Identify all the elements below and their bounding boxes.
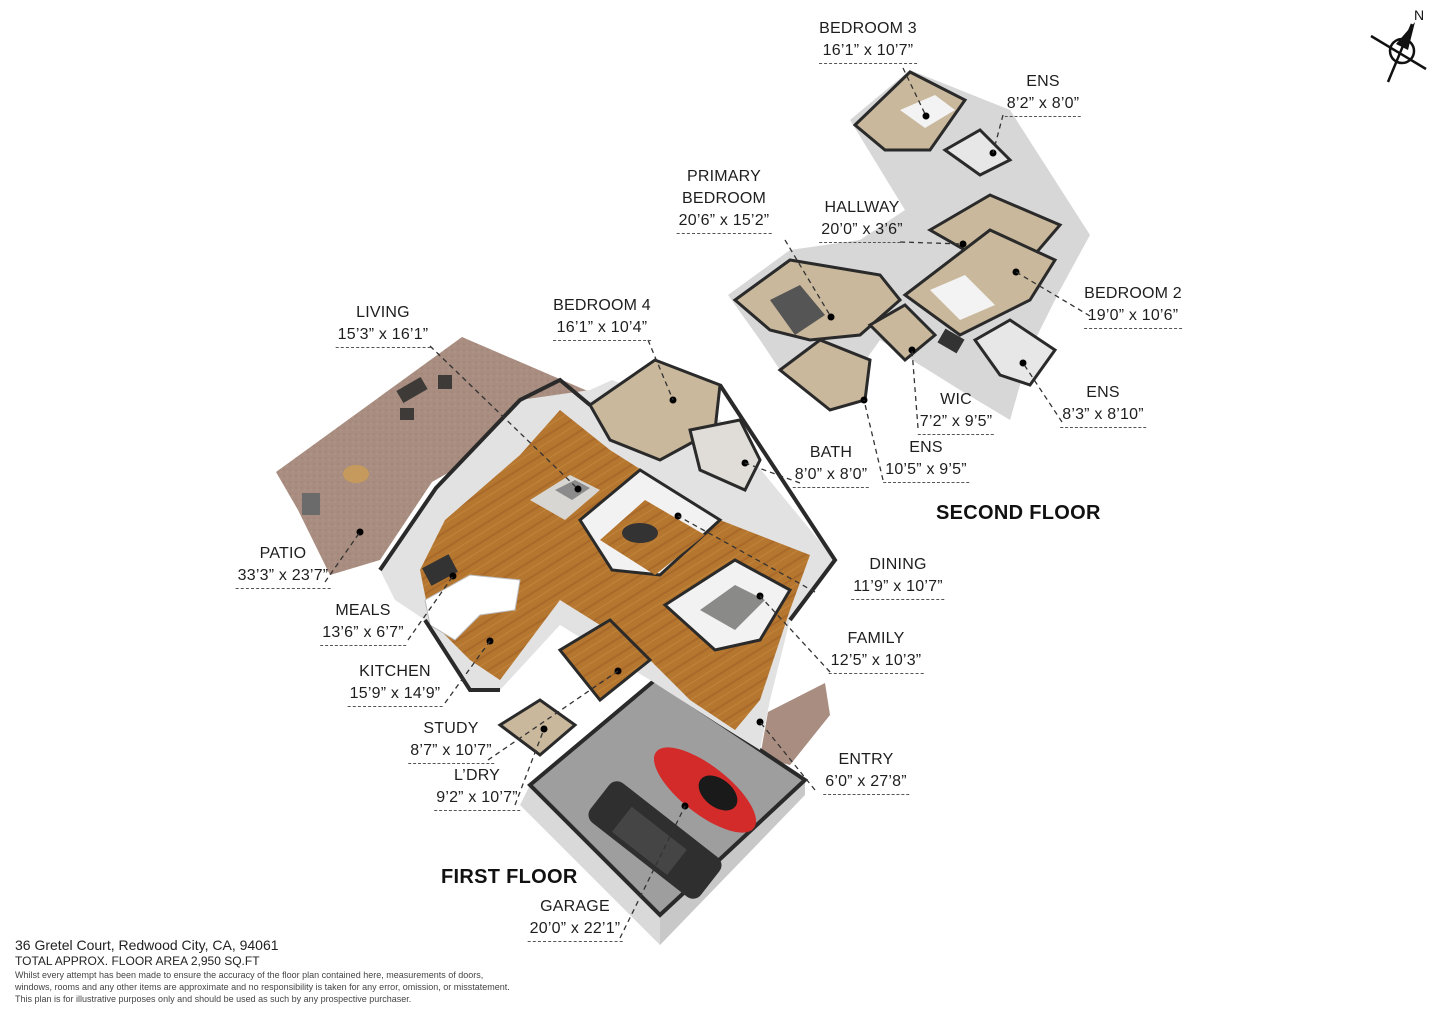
total-floor-area: TOTAL APPROX. FLOOR AREA 2,950 SQ.FT [15, 954, 260, 968]
room-name: BEDROOM 4 [553, 297, 651, 314]
room-dimensions: 7’2” x 9’5” [917, 411, 995, 435]
room-label-kitchen: KITCHEN 15’9” x 14’9” [347, 661, 443, 707]
room-dimensions: 11’9” x 10’7” [851, 576, 945, 600]
room-name: GARAGE [540, 898, 610, 915]
room-dimensions: 20’0” x 22’1” [527, 918, 623, 942]
room-label-bath: BATH 8’0” x 8’0” [792, 442, 870, 488]
room-dimensions: 10’5” x 9’5” [883, 459, 969, 483]
room-dimensions: 33’3” x 23’7” [235, 565, 331, 589]
room-name: ENS [1086, 384, 1120, 401]
dining-table [622, 523, 658, 543]
room-name: BEDROOM 3 [819, 20, 917, 37]
red-car [653, 747, 757, 833]
room-name: ENTRY [838, 751, 894, 768]
disclaimer-line-1: Whilst every attempt has been made to en… [15, 970, 484, 980]
room-label-living: LIVING 15’3” x 16’1” [335, 302, 431, 348]
room-label-bedroom-2: BEDROOM 2 19’0” x 10’6” [1084, 283, 1182, 329]
room-name: BEDROOM 2 [1084, 285, 1182, 302]
room-dimensions: 20’0” x 3’6” [819, 219, 905, 243]
room-dimensions: 13’6” x 6’7” [320, 622, 406, 646]
room-dimensions: 20’6” x 15’2” [676, 210, 772, 234]
room-dimensions: 19’0” x 10’6” [1084, 305, 1182, 329]
room-name-line-2: BEDROOM [681, 190, 767, 207]
room-name: FAMILY [847, 630, 905, 647]
room-label-meals: MEALS 13’6” x 6’7” [320, 600, 406, 646]
room-label-bedroom-4: BEDROOM 4 16’1” x 10’4” [553, 295, 651, 341]
room-name: MEALS [335, 602, 391, 619]
wic-floor [867, 303, 938, 363]
first-floor-title: FIRST FLOOR [441, 866, 578, 888]
room-dimensions: 8’7” x 10’7” [408, 740, 494, 764]
room-name: PRIMARY [686, 168, 761, 185]
room-label-ens-bedroom-3: ENS 8’2” x 8’0” [1004, 71, 1082, 117]
room-label-entry: ENTRY 6’0” x 27’8” [823, 749, 909, 795]
room-name: LIVING [356, 304, 410, 321]
room-dimensions: 8’3” x 8’10” [1060, 404, 1146, 428]
room-label-hallway: HALLWAY 20’0” x 3’6” [819, 197, 905, 243]
room-dimensions: 16’1” x 10’7” [819, 40, 917, 64]
leader-lines [324, 67, 1091, 939]
room-dimensions: 16’1” x 10’4” [553, 317, 651, 341]
room-name: ENS [1026, 73, 1060, 90]
patio-table [343, 465, 369, 483]
second-floor-plan [728, 70, 1090, 420]
room-label-garage: GARAGE 20’0” x 22’1” [527, 896, 623, 942]
room-label-wic: WIC 7’2” x 9’5” [917, 389, 995, 435]
room-name: L’DRY [453, 767, 501, 784]
disclaimer-line-3: This plan is for illustrative purposes o… [15, 994, 412, 1004]
room-dimensions: 12’5” x 10’3” [828, 650, 924, 674]
room-name: STUDY [423, 720, 479, 737]
bedroom-2-floor [902, 228, 1058, 337]
room-label-ens-primary: ENS 10’5” x 9’5” [883, 437, 969, 483]
room-label-family: FAMILY 12’5” x 10’3” [828, 628, 924, 674]
room-dimensions: 9’2” x 10’7” [434, 787, 520, 811]
room-label-ens-bedroom-2: ENS 8’3” x 8’10” [1060, 382, 1146, 428]
room-label-bedroom-3: BEDROOM 3 16’1” x 10’7” [819, 18, 917, 64]
primary-bedroom-floor [732, 258, 903, 342]
room-name: PATIO [259, 545, 307, 562]
room-dimensions: 8’0” x 8’0” [792, 464, 870, 488]
primary-ens-floor [777, 338, 872, 412]
room-dimensions: 8’2” x 8’0” [1004, 93, 1082, 117]
bedroom-3-bed [900, 95, 955, 128]
room-label-study: STUDY 8’7” x 10’7” [408, 718, 494, 764]
room-name: HALLWAY [824, 199, 900, 216]
room-label-patio: PATIO 33’3” x 23’7” [235, 543, 331, 589]
room-dimensions: 6’0” x 27’8” [823, 771, 909, 795]
meals-table [422, 554, 458, 586]
room-name: KITCHEN [359, 663, 431, 680]
room-name: DINING [869, 556, 927, 573]
room-name: WIC [940, 391, 972, 408]
north-arrow-icon: N [1370, 7, 1427, 83]
room-label-laundry: L’DRY 9’2” x 10’7” [434, 765, 520, 811]
room-name: BATH [809, 444, 853, 461]
room-dimensions: 15’3” x 16’1” [335, 324, 431, 348]
room-dimensions: 15’9” x 14’9” [347, 683, 443, 707]
property-address: 36 Gretel Court, Redwood City, CA, 94061 [15, 937, 279, 953]
garage-floor [527, 677, 809, 918]
footer: 36 Gretel Court, Redwood City, CA, 94061… [15, 936, 510, 1005]
patio-sofa [396, 376, 428, 404]
first-floor-plan [276, 337, 838, 945]
patio-area [276, 337, 590, 575]
bedroom-2-bed [930, 275, 995, 320]
svg-text:N: N [1414, 7, 1424, 23]
kitchen-counter [424, 574, 521, 641]
room-name: ENS [909, 439, 943, 456]
family-rug [700, 585, 765, 630]
primary-bed [770, 285, 825, 335]
dark-suv [588, 781, 722, 899]
room-label-dining: DINING 11’9” x 10’7” [851, 554, 945, 600]
study-floor [557, 618, 653, 703]
second-floor-title: SECOND FLOOR [936, 502, 1101, 524]
disclaimer-line-2: windows, rooms and any other items are a… [15, 982, 510, 992]
bbq-grill [302, 493, 320, 515]
room-label-primary-bedroom: PRIMARY BEDROOM 20’6” x 15’2” [676, 166, 772, 234]
bedroom-2-ens-floor [972, 318, 1058, 387]
